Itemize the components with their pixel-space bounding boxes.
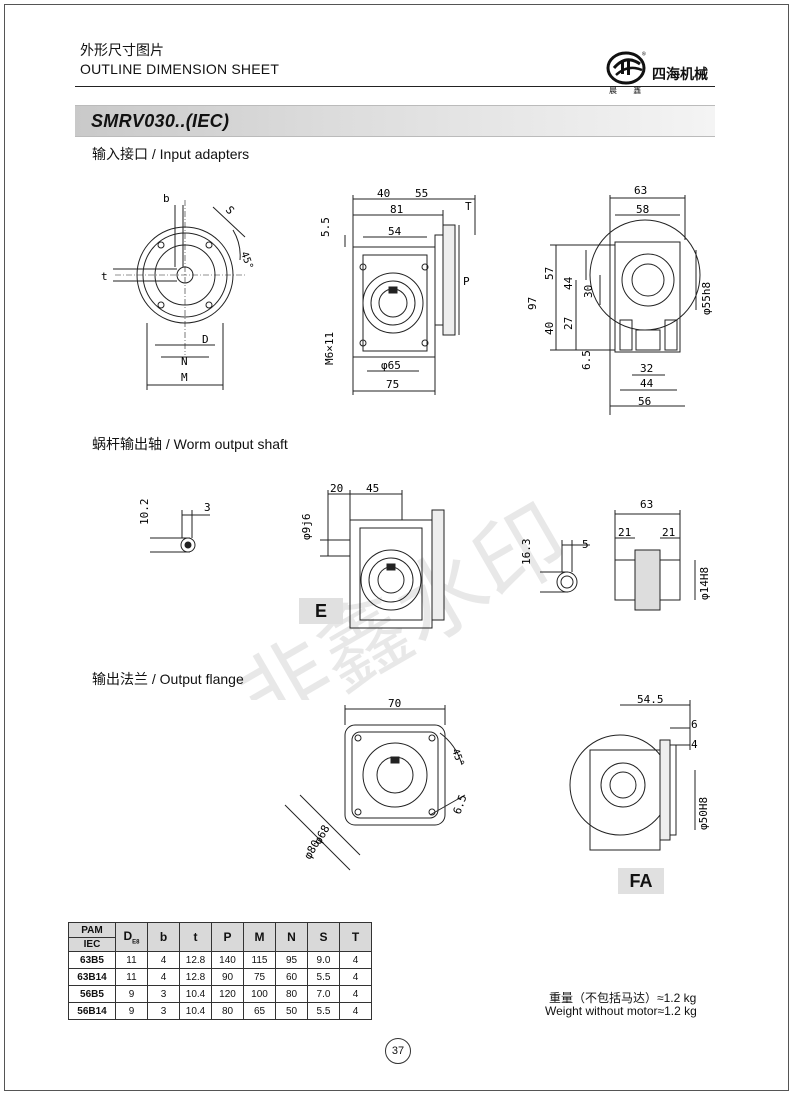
svg-text:27: 27 bbox=[562, 317, 575, 330]
svg-text:44: 44 bbox=[562, 276, 575, 290]
svg-text:3: 3 bbox=[204, 501, 211, 514]
sheet-title-en: OUTLINE DIMENSION SHEET bbox=[80, 61, 280, 77]
svg-text:54.5: 54.5 bbox=[637, 693, 664, 706]
model-title: SMRV030..(IEC) bbox=[91, 111, 230, 131]
worm-shaft-side-view: 20 45 φ9j6 bbox=[300, 482, 445, 629]
header-t: t bbox=[179, 922, 212, 952]
header-n: N bbox=[275, 922, 308, 952]
weight-en: Weight without motor≈1.2 kg bbox=[545, 1004, 697, 1018]
svg-text:57: 57 bbox=[543, 267, 556, 280]
svg-text:63: 63 bbox=[640, 498, 653, 511]
svg-text:6: 6 bbox=[691, 718, 698, 731]
header-t2: T bbox=[339, 922, 372, 952]
svg-text:5.5: 5.5 bbox=[319, 217, 332, 237]
svg-text:T: T bbox=[465, 200, 472, 213]
svg-text:φ65: φ65 bbox=[381, 359, 401, 372]
svg-text:63: 63 bbox=[634, 184, 647, 197]
svg-text:6.5: 6.5 bbox=[451, 793, 470, 816]
header-pam: PAM bbox=[81, 924, 103, 936]
svg-text:20: 20 bbox=[330, 482, 343, 495]
svg-text:D: D bbox=[202, 333, 209, 346]
svg-text:75: 75 bbox=[386, 378, 399, 391]
brand-name: 四海机械 bbox=[652, 66, 708, 82]
svg-text:56: 56 bbox=[638, 395, 651, 408]
header-p: P bbox=[211, 922, 244, 952]
input-adapter-front-view: b S 45° t D N M bbox=[101, 192, 255, 390]
input-adapter-side-view: 40 55 T 81 5.5 54 P M6×11 φ65 75 bbox=[319, 187, 476, 395]
svg-text:40: 40 bbox=[377, 187, 390, 200]
svg-text:54: 54 bbox=[388, 225, 402, 238]
svg-text:t: t bbox=[101, 270, 108, 283]
svg-text:21: 21 bbox=[618, 526, 631, 539]
brand-logo-icon: ® bbox=[606, 51, 646, 85]
header-iec: IEC bbox=[69, 936, 115, 951]
svg-text:®: ® bbox=[642, 51, 646, 58]
svg-text:φ14H8: φ14H8 bbox=[698, 567, 711, 600]
svg-text:M: M bbox=[181, 371, 188, 384]
svg-text:4: 4 bbox=[691, 738, 698, 751]
page-frame bbox=[4, 4, 789, 1091]
svg-text:32: 32 bbox=[640, 362, 653, 375]
svg-text:6.5: 6.5 bbox=[580, 350, 593, 370]
svg-text:40: 40 bbox=[543, 322, 556, 335]
svg-text:N: N bbox=[181, 355, 188, 368]
svg-text:45°: 45° bbox=[238, 250, 255, 271]
svg-text:5: 5 bbox=[582, 538, 589, 551]
svg-text:P: P bbox=[463, 275, 470, 288]
page-number: 37 bbox=[385, 1038, 411, 1064]
tag-e: E bbox=[299, 598, 343, 624]
svg-text:45: 45 bbox=[366, 482, 379, 495]
output-flange-side-view: 54.5 6 4 φ50H8 bbox=[569, 693, 710, 851]
header-pam-iec: PAM IEC bbox=[68, 922, 116, 952]
svg-text:16.3: 16.3 bbox=[520, 539, 533, 566]
input-end-view: 63 58 97 57 44 30 27 40 φ55h8 6.5 32 44 … bbox=[526, 184, 713, 415]
svg-text:30: 30 bbox=[582, 285, 595, 298]
model-banner: SMRV030..(IEC) bbox=[75, 105, 715, 137]
svg-text:44: 44 bbox=[640, 377, 654, 390]
brand-small-text: 晨 鑫 bbox=[609, 86, 649, 95]
watermark: 非鑫水印 bbox=[221, 485, 585, 700]
weight-cn: 重量（不包括马达）≈1.2 kg bbox=[549, 991, 697, 1005]
header-s: S bbox=[307, 922, 340, 952]
svg-text:70: 70 bbox=[388, 697, 401, 710]
section-output-flange: 输出法兰 / Output flange bbox=[92, 671, 244, 687]
header-b: b bbox=[147, 922, 180, 952]
svg-text:21: 21 bbox=[662, 526, 675, 539]
svg-text:M6×11: M6×11 bbox=[323, 332, 336, 365]
output-flange-front-view: 70 45° 6.5 φ68 φ80 bbox=[284, 697, 470, 871]
tag-fa: FA bbox=[618, 868, 664, 894]
header-d: DE8 bbox=[115, 922, 148, 952]
svg-text:45°: 45° bbox=[449, 747, 466, 768]
sheet-title-cn: 外形尺寸图片 bbox=[80, 42, 164, 58]
svg-text:10.2: 10.2 bbox=[138, 499, 151, 526]
svg-text:S: S bbox=[223, 204, 237, 217]
svg-text:b: b bbox=[163, 192, 170, 205]
header-m: M bbox=[243, 922, 276, 952]
svg-text:φ9j6: φ9j6 bbox=[300, 514, 313, 541]
worm-shaft-end-view: 10.2 3 bbox=[138, 499, 211, 553]
worm-hollow-shaft-views: 63 21 21 16.3 5 φ14H8 bbox=[520, 498, 711, 611]
section-input-adapters: 输入接口 / Input adapters bbox=[92, 146, 250, 162]
svg-text:58: 58 bbox=[636, 203, 649, 216]
svg-text:55: 55 bbox=[415, 187, 428, 200]
header-rule bbox=[75, 86, 715, 87]
svg-text:97: 97 bbox=[526, 297, 539, 310]
section-worm-output-shaft: 蜗杆输出轴 / Worm output shaft bbox=[92, 436, 288, 452]
svg-text:81: 81 bbox=[390, 203, 403, 216]
svg-text:φ55h8: φ55h8 bbox=[700, 282, 713, 315]
svg-text:φ50H8: φ50H8 bbox=[697, 797, 710, 830]
